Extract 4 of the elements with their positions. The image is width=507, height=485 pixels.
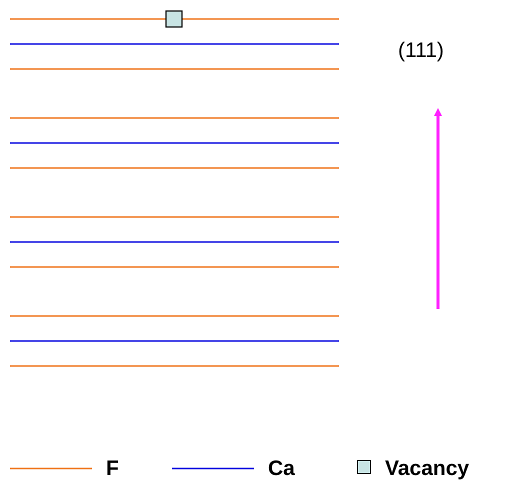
plane-label: (111) — [398, 40, 444, 61]
legend-label: F — [106, 458, 119, 479]
legend-label: Ca — [268, 458, 295, 479]
legend-label: Vacancy — [385, 458, 470, 479]
